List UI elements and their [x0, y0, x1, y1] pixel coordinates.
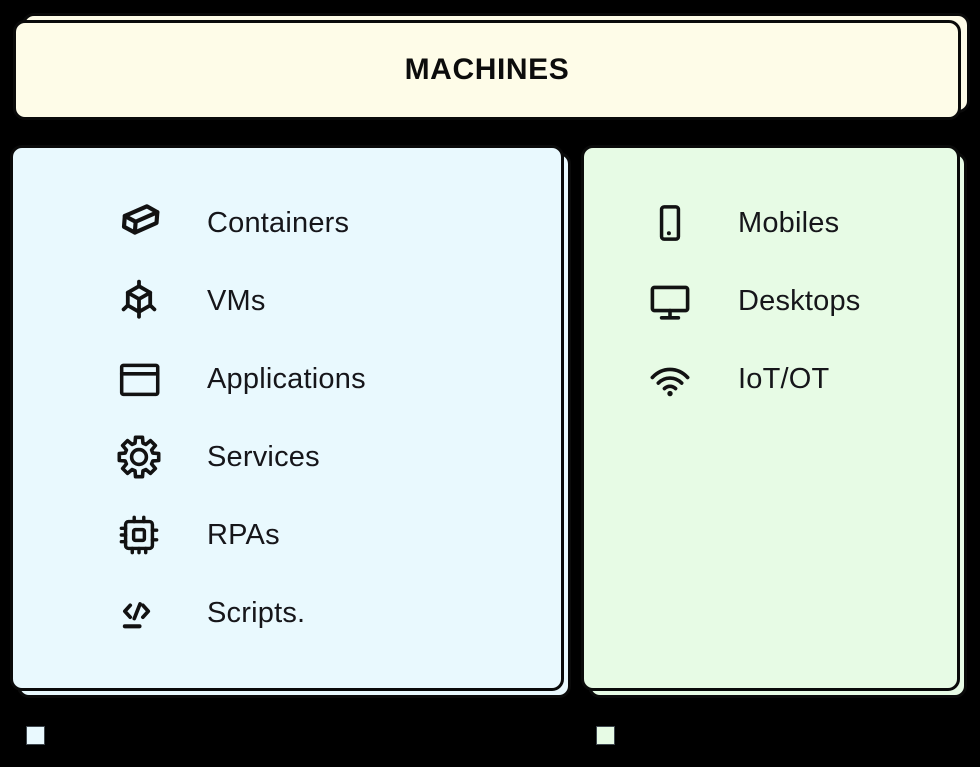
- container-icon: [109, 198, 169, 248]
- item-label: Scripts.: [207, 596, 306, 629]
- item-label: Desktops: [738, 284, 861, 317]
- gear-icon: [109, 433, 169, 481]
- page-title: MACHINES: [404, 53, 570, 86]
- list-item-services: Services: [109, 418, 561, 496]
- item-label: RPAs: [207, 518, 280, 551]
- left-panel-list: Containers VMs: [13, 148, 561, 652]
- list-item-desktops: Desktops: [640, 262, 957, 340]
- legend-swatch-machines-blue: [26, 726, 45, 745]
- item-label: IoT/OT: [738, 362, 830, 395]
- cube-icon: [109, 277, 169, 325]
- wifi-icon: [640, 356, 700, 402]
- app-window-icon: [109, 356, 169, 403]
- right-panel-list: Mobiles Desktops: [584, 148, 957, 418]
- item-label: Mobiles: [738, 206, 840, 239]
- desktop-icon: [640, 277, 700, 325]
- legend-swatch-devices-green: [596, 726, 615, 745]
- item-label: Containers: [207, 206, 350, 239]
- chip-icon: [109, 512, 169, 558]
- list-item-applications: Applications: [109, 340, 561, 418]
- list-item-containers: Containers: [109, 184, 561, 262]
- list-item-scripts: Scripts.: [109, 574, 561, 652]
- header-card: MACHINES: [13, 20, 961, 120]
- right-panel: Mobiles Desktops: [581, 145, 960, 691]
- mobile-icon: [640, 201, 700, 245]
- item-label: Applications: [207, 362, 366, 395]
- code-icon: [109, 592, 169, 634]
- left-panel: Containers VMs: [10, 145, 564, 691]
- list-item-vms: VMs: [109, 262, 561, 340]
- list-item-mobiles: Mobiles: [640, 184, 957, 262]
- list-item-iot-ot: IoT/OT: [640, 340, 957, 418]
- item-label: VMs: [207, 284, 266, 317]
- list-item-rpas: RPAs: [109, 496, 561, 574]
- item-label: Services: [207, 440, 320, 473]
